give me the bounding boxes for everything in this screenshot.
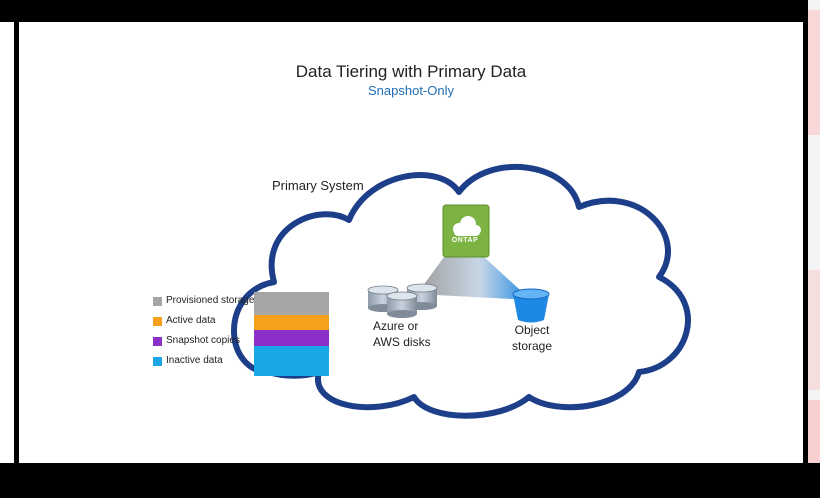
left-border	[14, 22, 19, 463]
tiering-diagram	[231, 163, 691, 419]
object-storage-label: Object storage	[510, 322, 554, 354]
legend-label: Active data	[166, 315, 216, 326]
legend-label: Provisioned storage	[166, 295, 255, 306]
ontap-label: ONTAP	[451, 237, 479, 244]
right-border	[803, 22, 808, 463]
slide-subtitle: Snapshot-Only	[368, 83, 454, 98]
slide-title: Data Tiering with Primary Data	[295, 62, 527, 81]
legend-label: Snapshot copies	[166, 335, 240, 346]
disks-label: Azure or AWS disks	[373, 318, 431, 350]
disks-label-line1: Azure or	[373, 319, 419, 333]
slide-canvas: Data Tiering with Primary Data Snapshot-…	[19, 22, 803, 463]
bottom-black-bar	[0, 463, 820, 498]
stack-inactive	[254, 346, 329, 376]
legend-swatch	[153, 357, 162, 366]
cloud-icon	[453, 216, 481, 236]
tiering-beam	[417, 257, 531, 300]
object-label-line2: storage	[511, 339, 553, 353]
stack-provisioned	[254, 292, 329, 315]
stack-active	[254, 315, 329, 330]
cloud-label: Primary System	[272, 178, 364, 193]
legend-label: Inactive data	[166, 355, 223, 366]
top-black-bar	[0, 0, 820, 22]
legend-swatch	[153, 337, 162, 346]
cloud-outline	[231, 163, 691, 419]
right-side-strip	[808, 0, 820, 498]
bucket-icon	[512, 288, 550, 323]
legend-swatch	[153, 317, 162, 326]
disk-icon-3	[386, 291, 418, 318]
stack-snapshot	[254, 330, 329, 346]
left-white-strip	[0, 22, 14, 463]
legend-swatch	[153, 297, 162, 306]
disks-label-line2: AWS disks	[373, 335, 431, 349]
object-label-line1: Object	[514, 323, 550, 337]
